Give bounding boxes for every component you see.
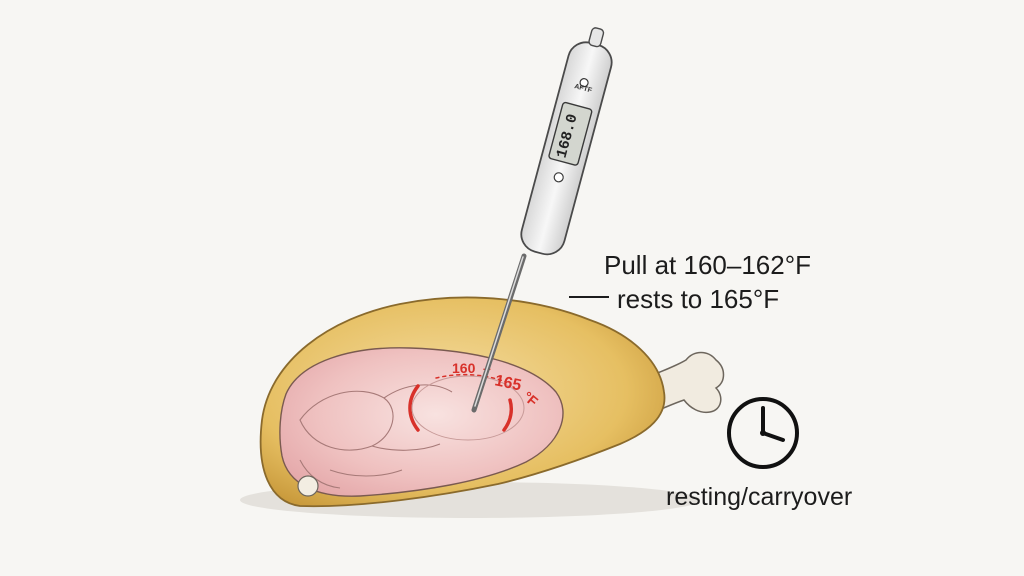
muscle-lines <box>299 384 453 489</box>
thermometer-brand: AFTF <box>573 83 593 95</box>
turkey-leg <box>259 296 725 508</box>
hold-button <box>553 172 564 183</box>
bone-cross-section <box>297 475 319 497</box>
target-low-label: 160 <box>452 360 476 376</box>
thermometer-display <box>548 101 593 166</box>
target-ring <box>411 375 525 441</box>
rest-temp-note: rests to 165°F <box>617 284 780 314</box>
target-arc-top <box>435 373 507 383</box>
pull-temp-note: Pull at 160–162°F <box>604 250 811 280</box>
target-arc-right <box>502 398 514 432</box>
target-high-label: 165 <box>493 372 523 394</box>
clock-icon <box>727 397 799 469</box>
target-arc-left <box>408 384 420 432</box>
power-button <box>579 78 589 88</box>
clock-caption: resting/carryover <box>666 483 853 511</box>
thermometer: AFTF 168.0 <box>471 27 613 413</box>
note-dash <box>569 296 609 298</box>
target-band <box>408 373 525 441</box>
leg-cut-face <box>279 347 564 497</box>
